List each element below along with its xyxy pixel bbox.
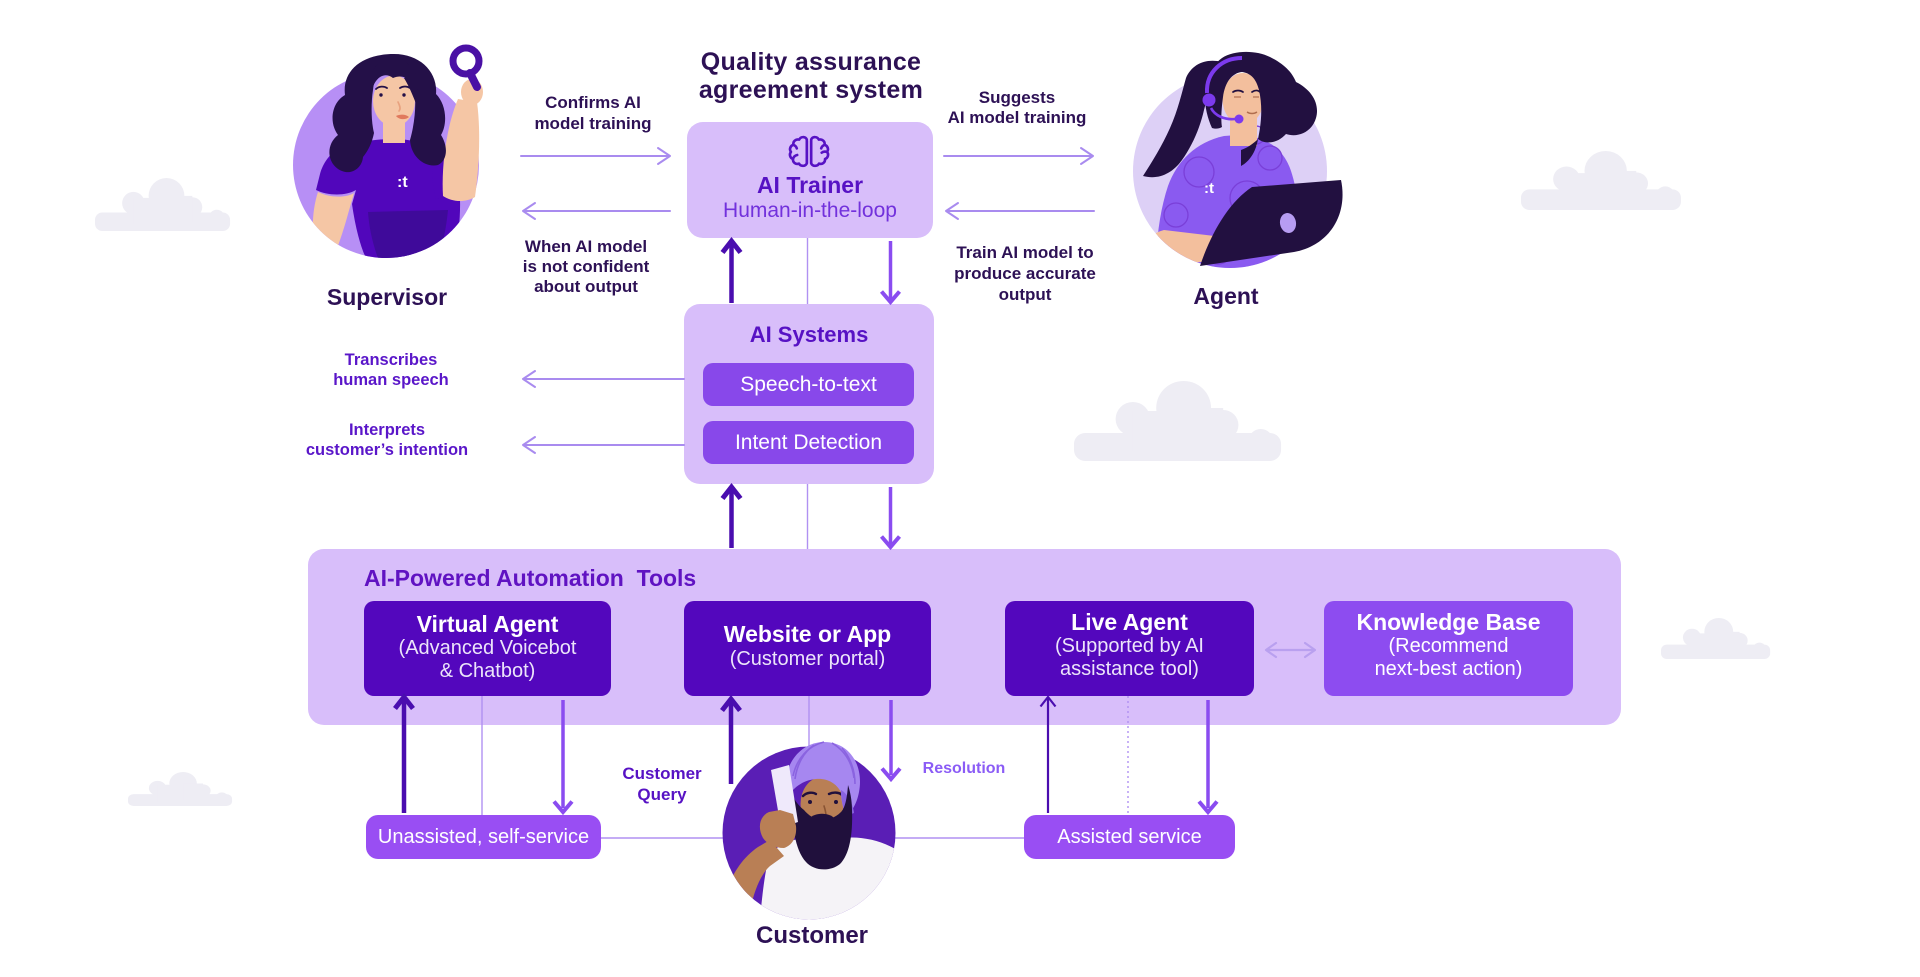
svg-text::t: :t (1204, 180, 1214, 197)
svg-text::t: :t (397, 174, 408, 191)
